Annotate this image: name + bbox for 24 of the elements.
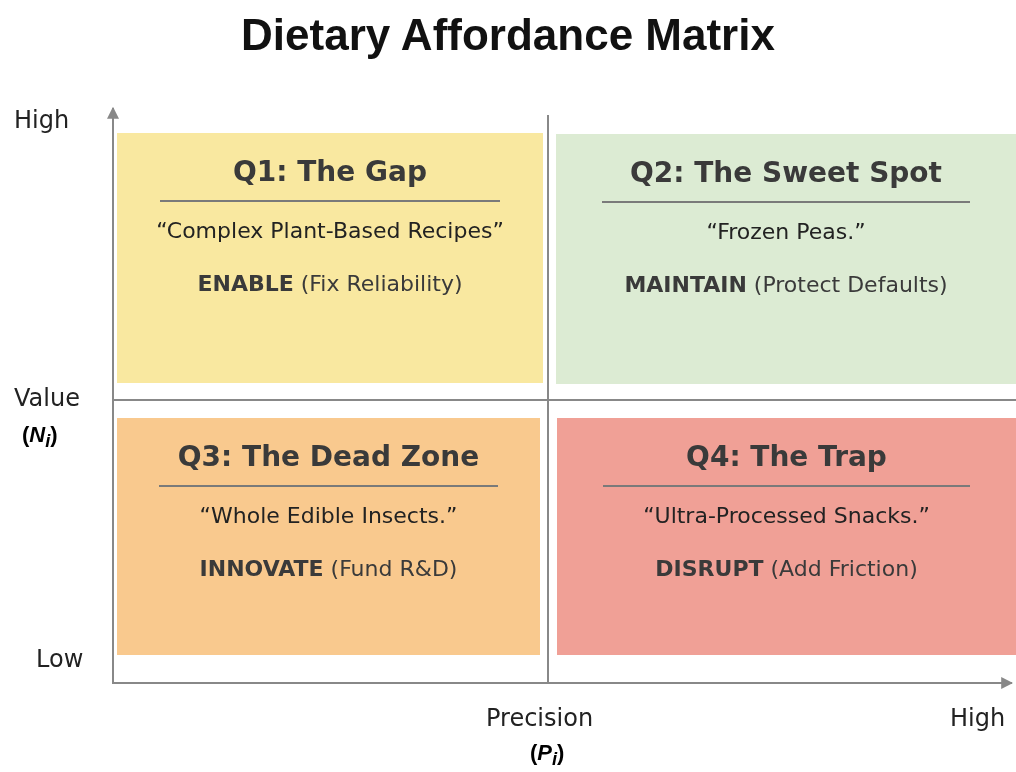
chart-title: Dietary Affordance Matrix: [240, 10, 776, 60]
example-quote: “Ultra-Processed Snacks.”: [643, 503, 930, 528]
quadrant-box: [556, 134, 1016, 384]
quadrant-heading: Q2: The Sweet Spot: [630, 156, 942, 189]
quadrant-box: [557, 418, 1016, 655]
axis-label: Low: [36, 645, 84, 673]
axis-title: Value: [14, 384, 80, 412]
example-quote: “Complex Plant-Based Recipes”: [156, 218, 504, 243]
axis-symbol: (P$_{i}$): [530, 740, 565, 771]
axis-label: High: [14, 106, 70, 134]
strategy-text: DISRUPT (Add Friction): [655, 556, 918, 581]
quadrant-heading: Q3: The Dead Zone: [177, 440, 480, 473]
quadrant-heading: Q1: The Gap: [233, 155, 427, 188]
example-quote: “Whole Edible Insects.”: [199, 503, 458, 528]
axis-symbol: (N$_{i}$): [22, 422, 58, 453]
quadrant-box: [117, 133, 543, 383]
example-quote: “Frozen Peas.”: [706, 219, 866, 244]
strategy-text: INNOVATE (Fund R&D): [199, 556, 458, 581]
quadrant-box: [117, 418, 540, 655]
axis-title: Precision: [486, 704, 594, 732]
axis-label: High: [950, 704, 1006, 732]
quadrant-heading: Q4: The Trap: [686, 440, 887, 473]
strategy-text: ENABLE (Fix Reliability): [197, 271, 463, 296]
strategy-text: MAINTAIN (Protect Defaults): [624, 272, 948, 297]
